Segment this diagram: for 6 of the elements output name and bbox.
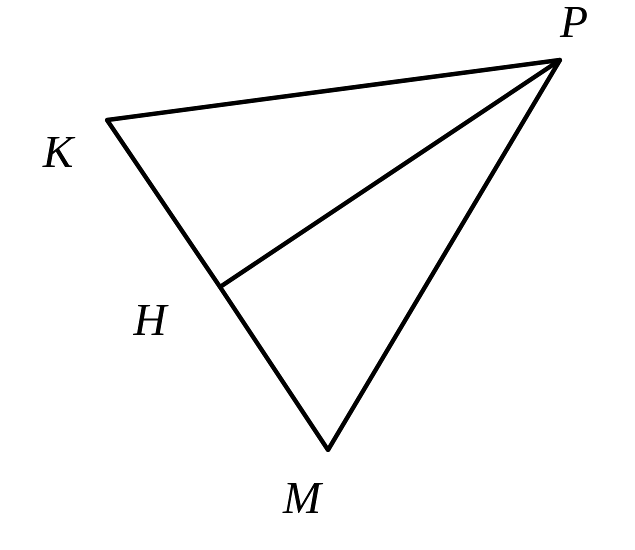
point-label: Н [132, 305, 169, 335]
point-label: Р [560, 7, 587, 37]
point-label: М [282, 483, 324, 513]
line-segment [104, 118, 222, 290]
point-label: К [42, 137, 76, 167]
line-segment [218, 58, 562, 290]
